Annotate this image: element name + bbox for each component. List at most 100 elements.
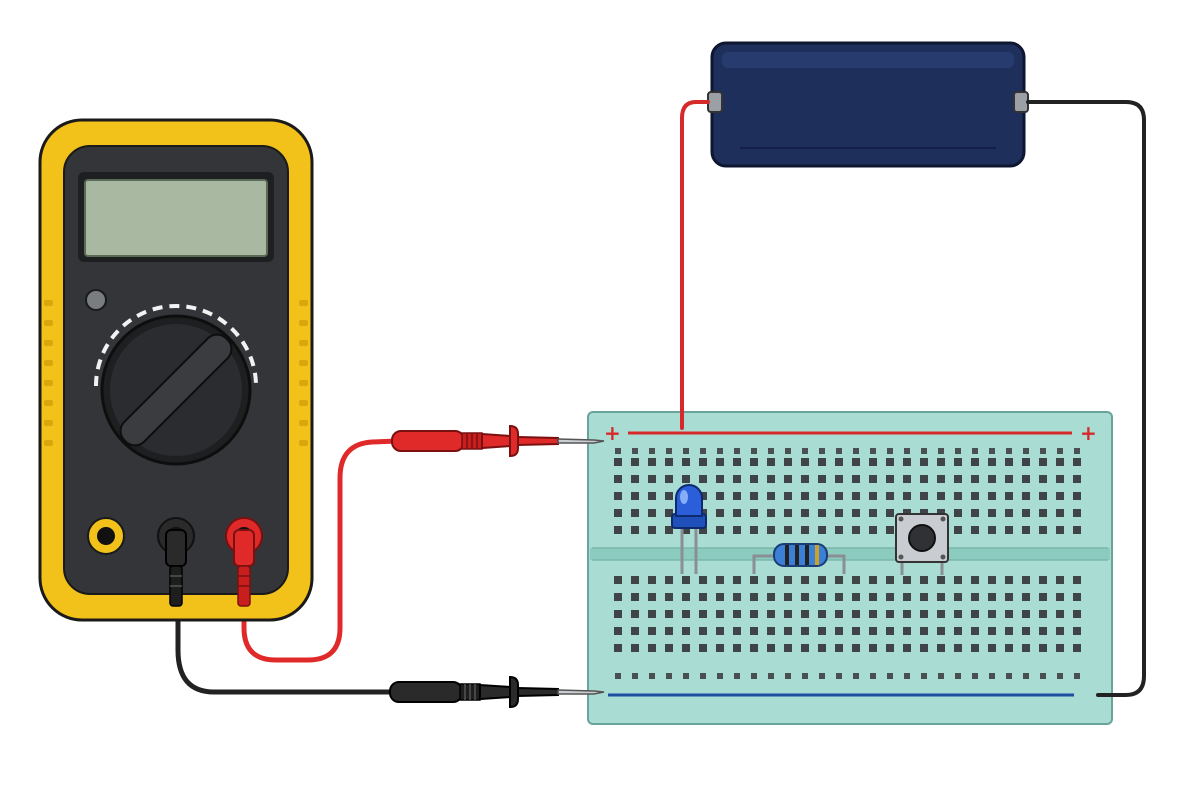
- breadboard-hole: [869, 644, 877, 652]
- breadboard-hole: [801, 509, 809, 517]
- breadboard-hole: [648, 593, 656, 601]
- breadboard-hole: [801, 492, 809, 500]
- breadboard-hole: [733, 492, 741, 500]
- breadboard-hole: [1039, 627, 1047, 635]
- breadboard-hole: [818, 509, 826, 517]
- multimeter: [38, 118, 314, 622]
- rail-hole: [1057, 448, 1063, 454]
- hold-button[interactable]: [85, 289, 107, 311]
- rail-hole: [1074, 673, 1080, 679]
- rail-hole: [734, 673, 740, 679]
- rotary-dial[interactable]: [94, 304, 258, 466]
- breadboard-hole: [1005, 610, 1013, 618]
- breadboard-hole: [801, 593, 809, 601]
- breadboard-hole: [699, 492, 707, 500]
- breadboard-hole: [1039, 610, 1047, 618]
- breadboard-hole: [920, 458, 928, 466]
- jack-10a[interactable]: [87, 517, 125, 555]
- breadboard-hole: [971, 610, 979, 618]
- breadboard-hole: [767, 644, 775, 652]
- breadboard-hole: [920, 492, 928, 500]
- breadboard-hole: [767, 627, 775, 635]
- breadboard-hole: [920, 644, 928, 652]
- battery-pack: [707, 41, 1029, 168]
- breadboard-hole: [1073, 593, 1081, 601]
- rail-hole: [700, 673, 706, 679]
- breadboard-hole: [716, 610, 724, 618]
- breadboard-hole: [665, 509, 673, 517]
- breadboard-hole: [1039, 509, 1047, 517]
- breadboard-hole: [1056, 627, 1064, 635]
- breadboard-hole: [1022, 526, 1030, 534]
- breadboard-hole: [937, 610, 945, 618]
- rail-hole: [836, 448, 842, 454]
- rail-hole: [938, 448, 944, 454]
- breadboard-hole: [648, 526, 656, 534]
- breadboard-hole: [886, 593, 894, 601]
- breadboard-hole: [750, 458, 758, 466]
- breadboard-hole: [852, 458, 860, 466]
- breadboard-hole: [886, 458, 894, 466]
- breadboard-hole: [699, 610, 707, 618]
- breadboard-hole: [835, 458, 843, 466]
- breadboard-hole: [852, 509, 860, 517]
- breadboard-hole: [835, 576, 843, 584]
- breadboard-hole: [903, 492, 911, 500]
- breadboard-hole: [954, 576, 962, 584]
- breadboard-hole: [1039, 526, 1047, 534]
- breadboard-hole: [852, 644, 860, 652]
- breadboard-hole: [835, 644, 843, 652]
- red-probe-cable: [241, 438, 401, 663]
- rail-hole: [1057, 673, 1063, 679]
- breadboard-hole: [1022, 458, 1030, 466]
- breadboard-hole: [784, 475, 792, 483]
- push-button: [895, 513, 949, 575]
- breadboard-hole: [869, 627, 877, 635]
- breadboard-hole: [971, 627, 979, 635]
- breadboard-hole: [716, 644, 724, 652]
- breadboard-hole: [835, 610, 843, 618]
- rail-hole: [989, 448, 995, 454]
- breadboard-hole: [988, 627, 996, 635]
- wire-battery-negative: [1026, 100, 1146, 697]
- breadboard-hole: [1056, 492, 1064, 500]
- breadboard-hole: [1005, 458, 1013, 466]
- rail-hole: [649, 448, 655, 454]
- breadboard-hole: [988, 610, 996, 618]
- breadboard-hole: [1005, 492, 1013, 500]
- rail-hole: [785, 673, 791, 679]
- breadboard-hole: [852, 475, 860, 483]
- breadboard: + +: [587, 411, 1113, 725]
- rail-hole: [887, 448, 893, 454]
- breadboard-hole: [733, 593, 741, 601]
- breadboard-hole: [886, 509, 894, 517]
- breadboard-hole: [784, 644, 792, 652]
- breadboard-hole: [852, 526, 860, 534]
- rail-hole: [751, 673, 757, 679]
- wire-battery-positive: [680, 100, 710, 430]
- breadboard-hole: [767, 509, 775, 517]
- rail-hole: [700, 448, 706, 454]
- breadboard-hole: [903, 475, 911, 483]
- breadboard-hole: [665, 458, 673, 466]
- breadboard-hole: [801, 644, 809, 652]
- breadboard-hole: [988, 458, 996, 466]
- breadboard-hole: [988, 492, 996, 500]
- rail-hole: [632, 673, 638, 679]
- breadboard-hole: [682, 644, 690, 652]
- breadboard-hole: [1005, 509, 1013, 517]
- breadboard-hole: [648, 576, 656, 584]
- breadboard-hole: [631, 610, 639, 618]
- breadboard-hole: [614, 475, 622, 483]
- breadboard-hole: [1022, 627, 1030, 635]
- multimeter-grip-ridges: [44, 300, 308, 446]
- breadboard-hole: [699, 627, 707, 635]
- breadboard-hole: [1056, 610, 1064, 618]
- breadboard-hole: [665, 576, 673, 584]
- breadboard-hole: [784, 492, 792, 500]
- breadboard-hole: [954, 627, 962, 635]
- breadboard-hole: [614, 492, 622, 500]
- breadboard-hole: [1073, 475, 1081, 483]
- rail-hole: [1040, 448, 1046, 454]
- breadboard-hole: [1005, 644, 1013, 652]
